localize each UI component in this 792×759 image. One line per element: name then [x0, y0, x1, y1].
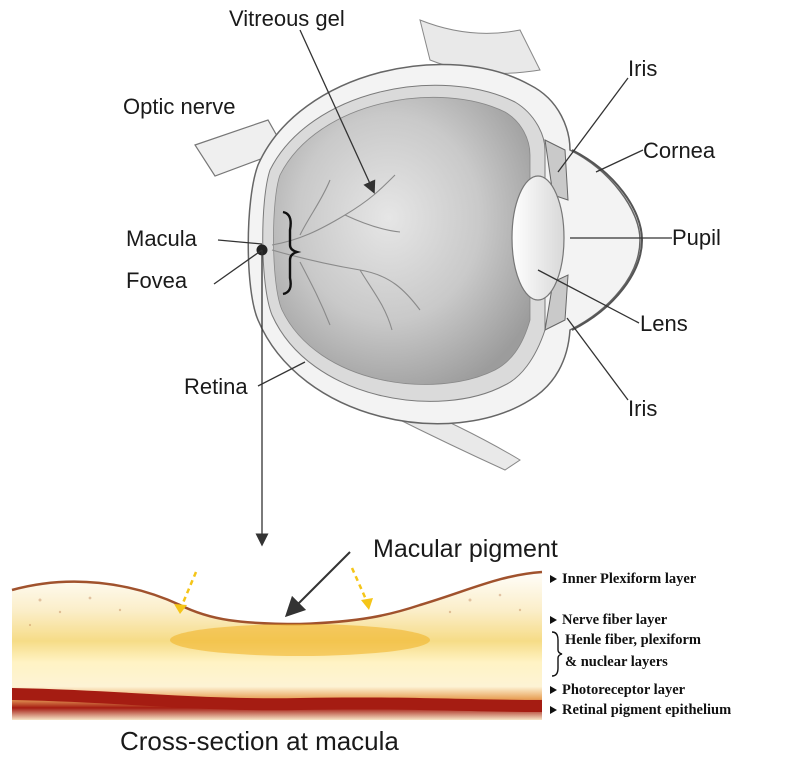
leader-cornea — [596, 150, 643, 172]
leader-iris-top — [558, 78, 628, 172]
leader-iris-bottom — [567, 318, 628, 400]
label-iris-top: Iris — [628, 58, 657, 80]
cross-section-caption: Cross-section at macula — [120, 728, 399, 754]
layer-inner-plexiform: Inner Plexiform layer — [562, 572, 696, 587]
label-macula: Macula — [126, 228, 197, 250]
label-cornea: Cornea — [643, 140, 715, 162]
vitreous-body — [273, 97, 530, 384]
label-vitreous-gel: Vitreous gel — [229, 8, 345, 30]
lens — [512, 176, 564, 300]
layer-photoreceptor: Photoreceptor layer — [562, 683, 685, 698]
layer-pointers — [550, 575, 557, 714]
layer-rpe: Retinal pigment epithelium — [562, 703, 731, 718]
label-macular-pigment: Macular pigment — [373, 537, 558, 562]
layer-nerve-fiber: Nerve fiber layer — [562, 613, 667, 628]
label-lens: Lens — [640, 313, 688, 335]
label-fovea: Fovea — [126, 270, 187, 292]
henle-brace — [552, 632, 562, 676]
layer-henle-fiber: Henle fiber, plexiform — [565, 633, 701, 648]
label-retina: Retina — [184, 376, 248, 398]
label-pupil: Pupil — [672, 227, 721, 249]
label-iris-bottom: Iris — [628, 398, 657, 420]
label-optic-nerve: Optic nerve — [123, 96, 236, 118]
layer-nuclear: & nuclear layers — [565, 655, 668, 670]
cross-section-image — [12, 552, 542, 720]
